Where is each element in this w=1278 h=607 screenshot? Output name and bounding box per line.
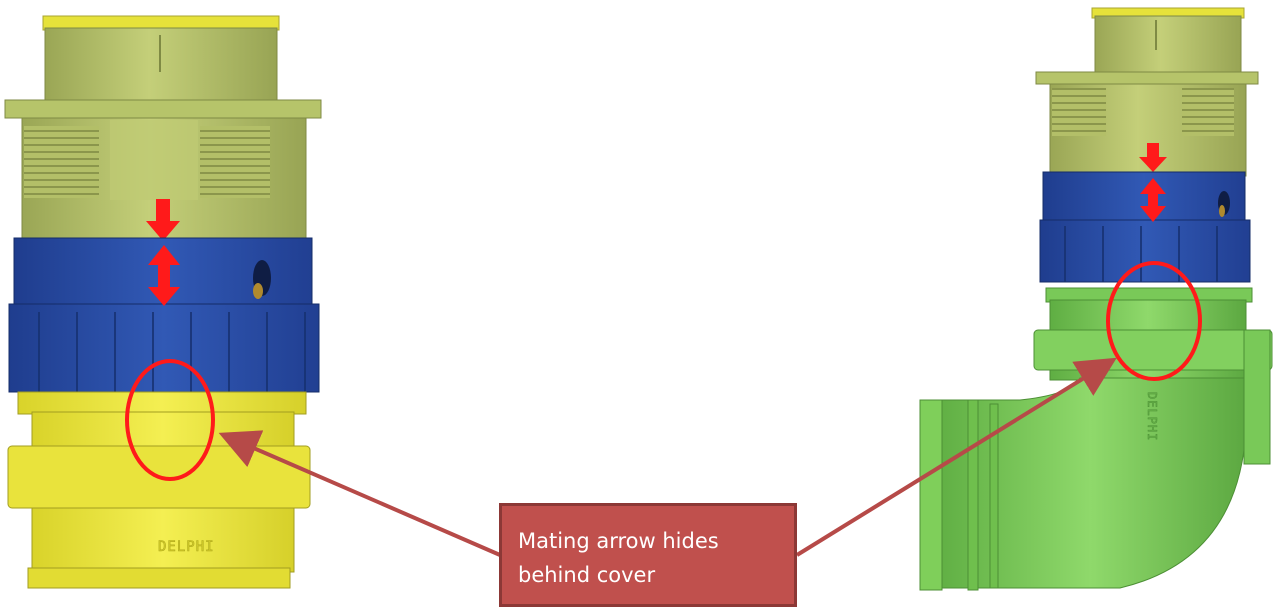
right-threads-b [1182,88,1234,136]
left-yellow-cover-top [17,391,307,415]
right-brand-mark: DELPHI [1145,392,1159,441]
right-green-side-tab [1033,329,1273,371]
right-upper-body [1094,15,1242,75]
right-blue-ring [1042,171,1246,225]
right-connector: DELPHI [919,7,1273,591]
right-green-outlet-flange [919,399,943,591]
callout-box: Mating arrow hides behind cover [499,503,797,607]
right-highlight-circle [1106,261,1202,381]
left-threads-a [24,126,99,198]
right-green-elbow [934,377,1247,589]
right-green-side-block [1243,329,1271,465]
right-threads-a [1052,88,1106,136]
left-connector: DELPHI [4,15,322,589]
callout-text: Mating arrow hides behind cover [518,529,719,587]
left-threads-b [200,126,270,198]
right-flange [1035,71,1259,85]
right-mating-arrow-double [1140,178,1166,222]
left-flange [4,99,322,119]
left-highlight-circle [125,359,215,481]
left-mating-arrow-double [148,245,180,306]
right-mating-arrow-down [1139,143,1167,172]
left-brand-mark: DELPHI [158,539,215,555]
left-pointer-arrow [218,430,501,557]
left-mating-arrow-down [146,199,180,241]
left-yellow-bottom-lip [27,567,291,589]
right-pointer-arrow [795,357,1117,557]
